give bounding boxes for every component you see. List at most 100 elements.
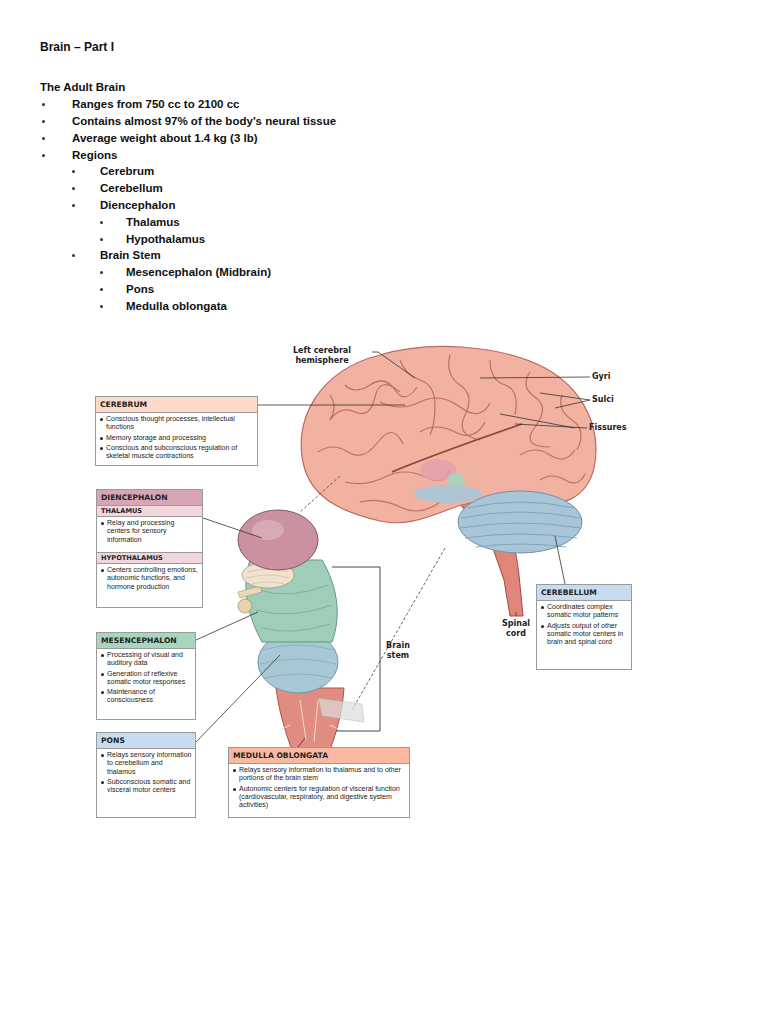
callout-text: Conscious and subconscious regulation of…	[106, 444, 237, 459]
callout-box: CEREBELLUM Coordinates complex somatic mo…	[536, 584, 632, 670]
midbrain-hint	[447, 473, 465, 487]
bullet-dot	[100, 305, 103, 308]
thalamus-highlight	[252, 520, 284, 540]
sub-callout-box: HYPOTHALAMUS Centers controlling emotions…	[97, 552, 202, 607]
callout-heading-band: CEREBRUM	[96, 397, 257, 413]
callout-bullet: Subconscious somatic and visceral motor …	[100, 778, 192, 795]
bullet-dot	[100, 238, 103, 241]
bullet-dot	[101, 654, 104, 657]
bullet-text: Medulla oblongata	[126, 299, 227, 313]
bullet-text: Cerebrum	[100, 164, 154, 178]
callout-box: MESENCEPHALON Processing of visual and au…	[96, 632, 196, 720]
callout-bullet: Coordinates complex somatic motor patter…	[540, 603, 628, 620]
callout-text: Memory storage and processing	[106, 434, 206, 441]
callout-box: CEREBRUM Conscious thought processes, int…	[95, 396, 258, 466]
callout-heading-band: DIENCEPHALON	[97, 490, 202, 505]
callout-box: DIENCEPHALON THALAMUS Relay and processing…	[96, 489, 203, 608]
callout-bullet: Generation of reflexive somatic motor re…	[100, 670, 192, 687]
callout-text: Maintenance of consciousness	[107, 688, 155, 703]
bullet-dot	[233, 769, 236, 772]
callout-heading: CEREBELLUM	[541, 588, 597, 597]
callout-bullet: Processing of visual and auditory data	[100, 651, 192, 668]
callout-heading-band: MEDULLA OBLONGATA	[229, 748, 409, 764]
callout-heading-band: CEREBELLUM	[537, 585, 631, 601]
bullet-dot	[101, 781, 104, 784]
callout-heading-band: PONS	[97, 733, 195, 749]
callout-bullet: Memory storage and processing	[99, 434, 254, 442]
callout-text: Processing of visual and auditory data	[107, 651, 183, 666]
bullet-dot	[101, 569, 104, 572]
callout-heading: CEREBRUM	[100, 400, 147, 409]
callout-heading: MESENCEPHALON	[101, 636, 177, 645]
bullet-dot	[42, 103, 45, 106]
bullet-text: Hypothalamus	[126, 232, 205, 246]
callout-text: Coordinates complex somatic motor patter…	[547, 603, 618, 618]
callout-text: Centers controlling emotions, autonomic …	[107, 566, 198, 590]
callout-heading: PONS	[101, 736, 125, 745]
bullet-dot	[541, 625, 544, 628]
bullet-dot	[100, 271, 103, 274]
part-label: Spinal cord	[497, 619, 535, 639]
lateral-fissure	[392, 424, 522, 472]
callout-text: Generation of reflexive somatic motor re…	[107, 670, 185, 685]
brainstem-bracket	[332, 567, 380, 731]
bullet-text: Contains almost 97% of the body’s neural…	[72, 114, 336, 128]
bullet-dot	[233, 788, 236, 791]
callout-bullet: Relays sensory information to cerebellum…	[100, 751, 192, 776]
callout-bullet: Centers controlling emotions, autonomic …	[100, 566, 199, 591]
bullet-dot	[72, 170, 75, 173]
bullet-dot	[100, 437, 103, 440]
bullet-dot	[42, 120, 45, 123]
callout-bullet: Relay and processing centers for sensory…	[100, 519, 199, 544]
pons-fibres	[260, 645, 336, 678]
callout-heading-band: MESENCEPHALON	[97, 633, 195, 649]
bullet-text: Mesencephalon (Midbrain)	[126, 265, 271, 279]
bullet-text: Cerebellum	[100, 181, 163, 195]
callout-text: Autonomic centers for regulation of visc…	[239, 785, 400, 809]
callout-box: PONS Relays sensory information to cerebe…	[96, 732, 196, 818]
cut-plane	[318, 698, 364, 722]
part-label: Brain stem	[383, 641, 413, 661]
callout-heading: HYPOTHALAMUS	[101, 554, 163, 562]
optic-nerve	[238, 586, 262, 598]
callout-bullet: Conscious thought processes, intellectua…	[99, 415, 254, 432]
bullet-dot	[72, 204, 75, 207]
callout-bullet: Adjusts output of other somatic motor ce…	[540, 622, 628, 647]
part-label: Sulci	[592, 395, 618, 405]
callout-heading-band: HYPOTHALAMUS	[97, 553, 202, 564]
bullet-dot	[72, 187, 75, 190]
bullet-dot	[100, 221, 103, 224]
callout-text: Adjusts output of other somatic motor ce…	[547, 622, 623, 646]
callout-text: Conscious thought processes, intellectua…	[106, 415, 235, 430]
callout-text: Relays sensory information to thalamus a…	[239, 766, 401, 781]
bullet-dot	[42, 154, 45, 157]
callout-text: Subconscious somatic and visceral motor …	[107, 778, 190, 793]
bullet-dot	[101, 673, 104, 676]
bullet-dot	[100, 418, 103, 421]
bullet-text: Regions	[72, 148, 117, 162]
bullet-dot	[100, 447, 103, 450]
callout-bullet: Conscious and subconscious regulation of…	[99, 444, 254, 461]
bullet-text: Average weight about 1.4 kg (3 lb)	[72, 131, 258, 145]
bullet-text: Thalamus	[126, 215, 180, 229]
bullet-dot	[42, 137, 45, 140]
part-label: Left cerebral hemisphere	[272, 346, 372, 366]
bullet-dot	[101, 754, 104, 757]
callout-bullet: Maintenance of consciousness	[100, 688, 192, 705]
bullet-dot	[101, 691, 104, 694]
callout-heading: MEDULLA OBLONGATA	[233, 751, 328, 760]
bullet-text: Diencephalon	[100, 198, 175, 212]
callout-text: Relays sensory information to cerebellum…	[107, 751, 191, 775]
part-label: Fissures	[589, 423, 629, 433]
callout-heading-band: THALAMUS	[97, 506, 202, 517]
callout-box: MEDULLA OBLONGATA Relays sensory informat…	[228, 747, 410, 818]
bullet-dot	[101, 522, 104, 525]
callout-text: Relay and processing centers for sensory…	[107, 519, 174, 543]
midbrain-fibres	[256, 585, 332, 631]
hypothalamus-texture	[246, 569, 290, 584]
bullet-dot	[100, 288, 103, 291]
section-heading: The Adult Brain	[40, 80, 125, 94]
bullet-dot	[72, 254, 75, 257]
pons-hint	[414, 485, 482, 503]
callout-heading: THALAMUS	[101, 507, 142, 515]
